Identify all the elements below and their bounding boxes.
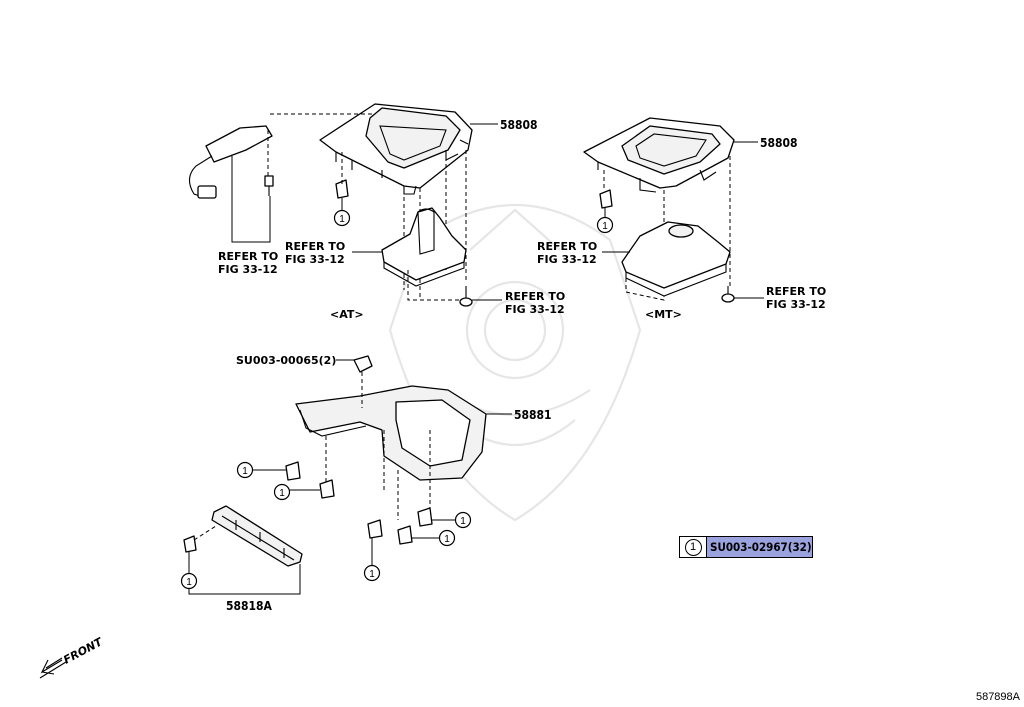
callout-marker [363,564,381,582]
refer-label-b: REFER TO [285,240,345,253]
refer-label-e: REFER TO [766,285,826,298]
legend-part-link[interactable]: SU003-02967(32) [706,537,812,557]
callout-marker-num: 1 [242,466,248,477]
at-clip [335,179,349,199]
mt-boot-guide [625,278,665,301]
lower-clip-guide [193,525,217,541]
part-number-58808-at: 58808 [500,118,538,132]
refer-fig-b: FIG 33-12 [285,253,345,266]
at-shift-boot[interactable] [381,207,467,287]
refer-label-d: REFER TO [537,240,597,253]
legend-callout-box: 1 SU003-02967(32) [679,536,813,558]
shift-panel-guide [325,430,431,520]
lower-panel[interactable] [211,505,303,567]
callout-marker [236,461,254,479]
callout-marker-num: 1 [279,488,285,499]
screw-part-number: SU003-00065(2) [236,354,336,367]
refer-fig-e: FIG 33-12 [766,298,826,311]
front-label: FRONT [61,635,106,667]
legend-callout-number: 1 [684,538,702,556]
callout-marker [333,209,351,227]
at-boot-guide [407,270,466,301]
panel-screw [353,355,373,408]
callout-marker [273,483,291,501]
refer-fig-a: FIG 33-12 [218,263,278,276]
at-console-bezel[interactable] [319,103,473,195]
callout-marker-num: 1 [444,534,450,545]
callout-marker [454,511,472,529]
panel-clip-1 [285,461,301,481]
mt-shift-boot[interactable] [621,221,731,297]
diagram-id: 587898A [976,691,1021,703]
at-bracket-screw [264,175,274,196]
panel-clip-3 [417,507,433,527]
callout-marker-num: 1 [339,214,345,225]
lower-panel-clip [183,535,197,553]
callout-marker-num: 1 [186,577,192,588]
part-number-58818A: 58818A [226,599,273,613]
refer-fig-d: FIG 33-12 [537,253,597,266]
variant-at-label: <AT> [330,308,364,321]
mt-console-guide [603,156,731,286]
at-bracket-leader [231,156,271,243]
mt-console-bezel[interactable] [583,117,735,193]
callout-marker-num: 1 [602,221,608,232]
callout-marker [596,216,614,234]
refer-fig-c: FIG 33-12 [505,303,565,316]
refer-label-a: REFER TO [218,250,278,263]
part-number-58808-mt: 58808 [760,136,798,150]
variant-mt-label: <MT> [645,308,682,321]
callout-marker-num: 1 [460,516,466,527]
lower-panel-leader [188,552,301,595]
callout-marker [180,572,198,590]
at-bottom-screw [459,286,473,307]
callout-marker-num: 1 [369,569,375,580]
panel-clip-4 [397,525,413,545]
callout-marker [438,529,456,547]
mt-clip [599,189,613,209]
refer-label-c: REFER TO [505,290,565,303]
shift-panel[interactable] [295,385,487,481]
panel-clip-2 [319,479,335,499]
at-bracket[interactable] [188,125,273,199]
panel-clip-5 [367,519,383,539]
legend-callout-marker: 1 [680,537,706,557]
front-arrow-icon [39,657,67,679]
part-number-58881: 58881 [514,408,552,422]
mt-bottom-screw [721,286,735,303]
